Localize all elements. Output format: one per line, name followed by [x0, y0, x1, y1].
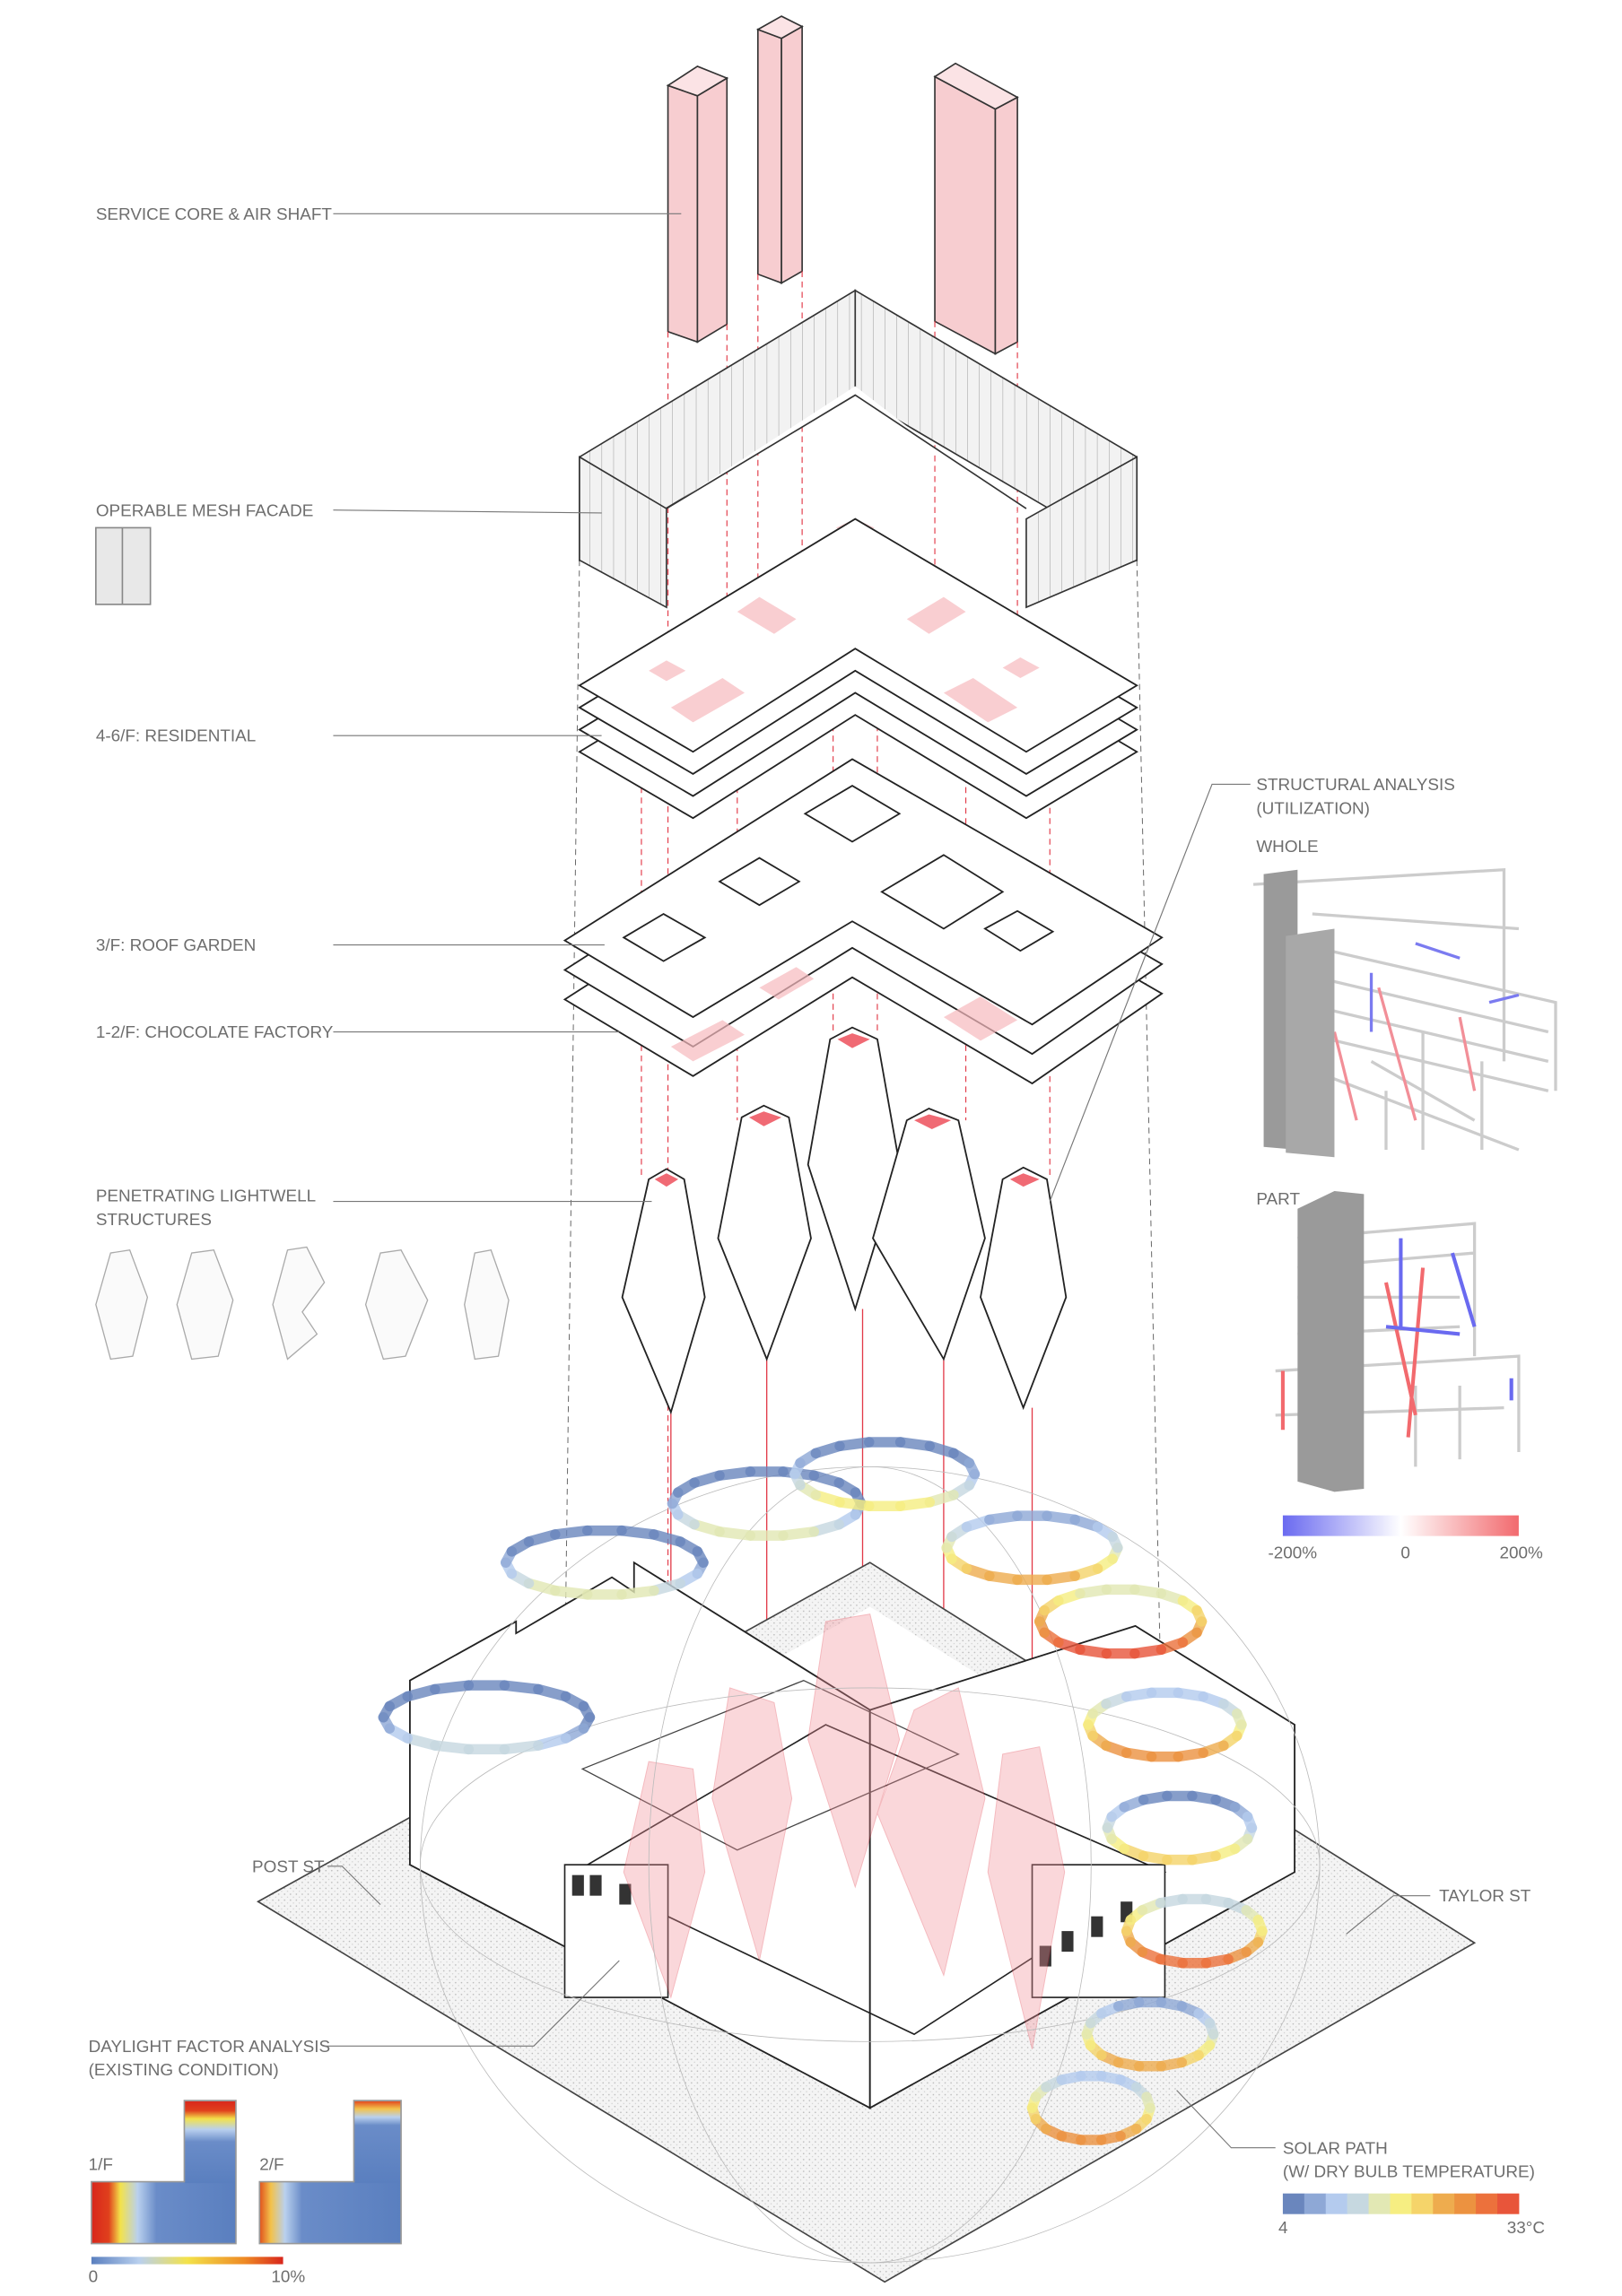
label-post-st: POST ST	[252, 1857, 381, 1905]
solar-path-segment	[550, 1585, 593, 1600]
solar-path-segment	[499, 1680, 544, 1695]
solar-scale-swatch	[1476, 2193, 1498, 2214]
solar-path-segment	[714, 1466, 756, 1481]
solar-path-segment	[578, 1700, 596, 1723]
lightwell-label-line2: STRUCTURES	[96, 1211, 212, 1230]
structural-analysis-panel: STRUCTURAL ANALYSIS (UTILIZATION) WHOLE …	[1049, 776, 1557, 1562]
solar-path-segment	[616, 1525, 659, 1540]
structural-part-label: PART	[1256, 1190, 1300, 1209]
solar-path-segment	[1107, 1531, 1123, 1553]
solar-scale-swatch	[1304, 2193, 1327, 2214]
solar-scale-swatch	[1390, 2193, 1412, 2214]
solar-scale-swatch	[1347, 2193, 1370, 2214]
solar-path-segment	[964, 1457, 981, 1480]
structural-scale-min: -200%	[1268, 1544, 1317, 1562]
post-st-label: POST ST	[252, 1857, 325, 1876]
structural-whole-model	[1252, 867, 1557, 1158]
solar-scale-swatch	[1497, 2193, 1520, 2214]
service-core-label: SERVICE CORE & AIR SHAFT	[96, 205, 333, 224]
service-core-shafts	[666, 15, 1019, 355]
lightwells-in-building	[623, 1613, 1066, 2049]
structural-scale-bar	[1282, 1515, 1519, 1536]
mesh-facade-label: OPERABLE MESH FACADE	[96, 501, 313, 520]
solar-path-segment	[1252, 1914, 1268, 1936]
solar-path-segment	[550, 1525, 593, 1540]
residential-label: 4-6/F: RESIDENTIAL	[96, 727, 256, 746]
solar-path-segment	[1141, 2092, 1155, 2114]
daylight-floor2-label: 2/F	[259, 2155, 283, 2174]
lightwell-label-line1: PENETRATING LIGHTWELL	[96, 1187, 316, 1206]
daylight-map-1f	[91, 2100, 237, 2245]
solar-scale-min: 4	[1278, 2219, 1288, 2238]
solar-path-segment	[1191, 1605, 1208, 1627]
mesh-panel-icon	[95, 526, 152, 605]
solar-title-line1: SOLAR PATH	[1283, 2139, 1388, 2158]
solar-scale-bar	[1282, 2193, 1520, 2214]
solar-path-segment	[1242, 1811, 1258, 1833]
label-roof-garden: 3/F: ROOF GARDEN	[96, 936, 605, 955]
daylight-analysis-panel: DAYLIGHT FACTOR ANALYSIS (EXISTING CONDI…	[89, 1960, 620, 2286]
daylight-title-line2: (EXISTING CONDITION)	[89, 2061, 279, 2080]
structural-whole-label: WHOLE	[1256, 838, 1318, 857]
solar-path-segment	[499, 1740, 544, 1755]
chocolate-factory-label: 1-2/F: CHOCOLATE FACTORY	[96, 1023, 334, 1042]
daylight-scale-max: 10%	[271, 2267, 305, 2286]
solar-path-segment	[430, 1740, 475, 1755]
solar-scale-swatch	[1368, 2193, 1391, 2214]
operable-mesh-facade	[579, 289, 1138, 609]
solar-path-legend: SOLAR PATH (W/ DRY BULB TEMPERATURE) 4 3…	[1176, 2090, 1545, 2238]
label-residential: 4-6/F: RESIDENTIAL	[96, 727, 602, 746]
solar-path-segment	[430, 1680, 475, 1695]
solar-scale-swatch	[1325, 2193, 1348, 2214]
structural-scale-max: 200%	[1500, 1544, 1544, 1562]
daylight-map-2f	[258, 2100, 402, 2245]
structural-title-line1: STRUCTURAL ANALYSIS	[1256, 776, 1455, 795]
lightwell-structures	[621, 1026, 1068, 1415]
taylor-st-label: TAYLOR ST	[1439, 1887, 1531, 1906]
solar-scale-swatch	[1433, 2193, 1455, 2214]
solar-path-segment	[616, 1585, 659, 1600]
solar-title-line2: (W/ DRY BULB TEMPERATURE)	[1283, 2163, 1535, 2182]
solar-path-segment	[1232, 1708, 1247, 1730]
solar-scale-max: 33°C	[1507, 2219, 1545, 2238]
solar-scale-swatch	[1411, 2193, 1434, 2214]
solar-scale-swatch	[1282, 2193, 1305, 2214]
daylight-scale-bar	[91, 2257, 283, 2265]
daylight-title-line1: DAYLIGHT FACTOR ANALYSIS	[89, 2038, 330, 2057]
residential-floors	[578, 517, 1138, 820]
solar-scale-swatch	[1454, 2193, 1477, 2214]
solar-path-segment	[714, 1526, 756, 1541]
roof-garden-and-factory-floors	[562, 758, 1164, 1085]
daylight-scale-min: 0	[89, 2267, 99, 2286]
daylight-floor1-label: 1/F	[89, 2155, 113, 2174]
solar-path-segment	[692, 1546, 709, 1568]
structural-part-model	[1275, 1191, 1521, 1492]
label-taylor-st: TAYLOR ST	[1346, 1887, 1531, 1935]
existing-building	[409, 1561, 1295, 2109]
label-chocolate-factory: 1-2/F: CHOCOLATE FACTORY	[96, 1023, 620, 1042]
roof-garden-label: 3/F: ROOF GARDEN	[96, 936, 256, 955]
label-service-core: SERVICE CORE & AIR SHAFT	[96, 205, 682, 224]
label-mesh-facade: OPERABLE MESH FACADE	[95, 501, 602, 605]
solar-path	[378, 1437, 1321, 2264]
label-lightwell: PENETRATING LIGHTWELL STRUCTURES	[96, 1187, 652, 1230]
structural-title-line2: (UTILIZATION)	[1256, 799, 1370, 818]
solar-path-segment	[1204, 2018, 1219, 2039]
lightwell-variants	[95, 1246, 510, 1361]
structural-scale-mid: 0	[1400, 1544, 1410, 1562]
solar-path-segment	[778, 1526, 820, 1541]
